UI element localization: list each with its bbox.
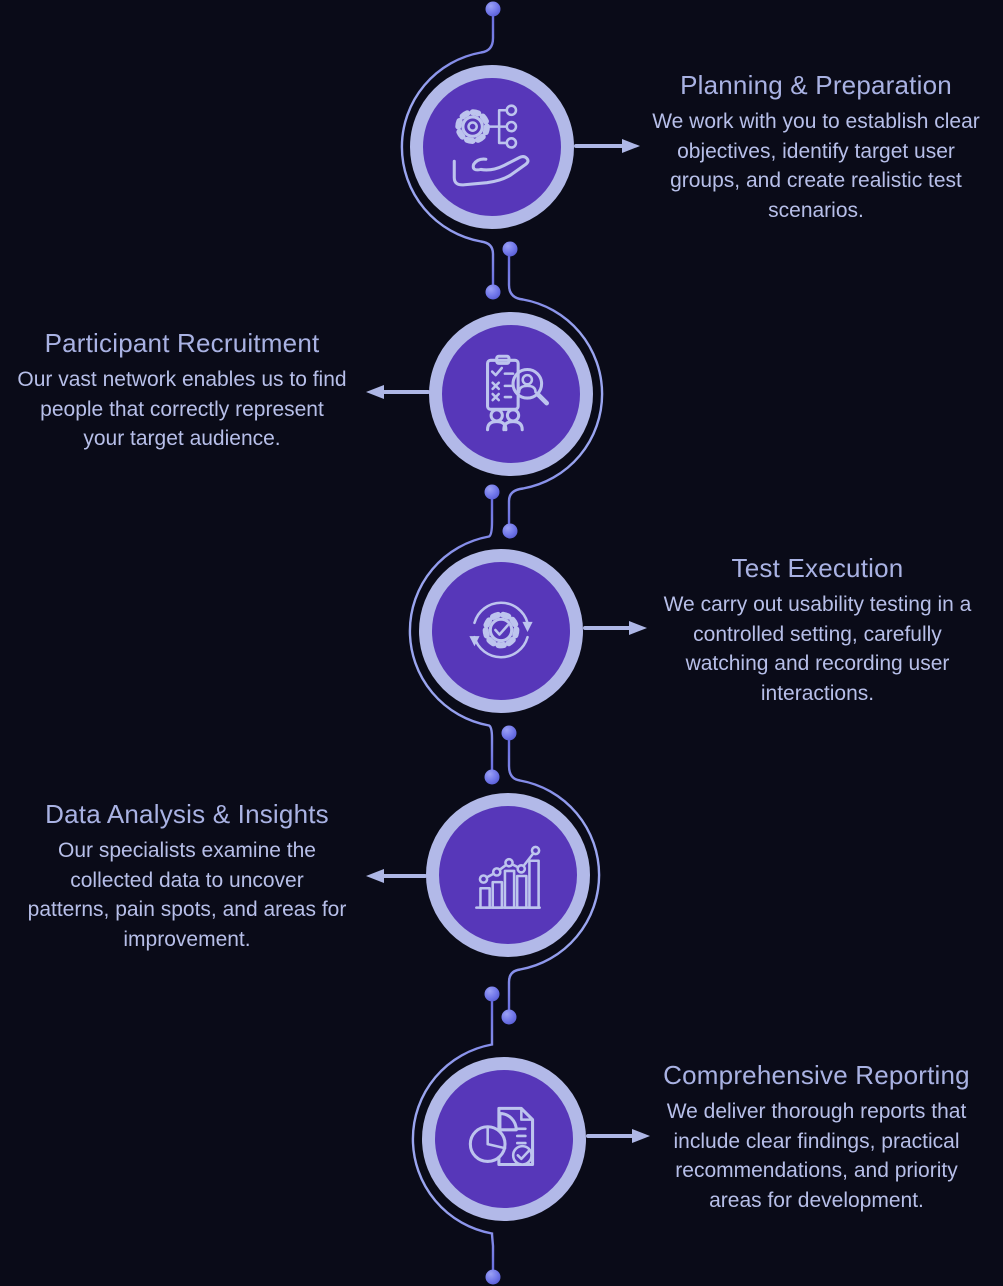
step-1-text: Planning & Preparation We work with you … — [628, 70, 1003, 225]
connector-line — [411, 1001, 495, 1270]
step-3-text: Test Execution We carry out usability te… — [632, 553, 1003, 708]
connector-line — [400, 16, 495, 286]
connector-dot — [501, 725, 517, 741]
connector-line — [408, 499, 494, 770]
step-title: Participant Recruitment — [44, 328, 320, 358]
connector-dot — [485, 1269, 501, 1285]
arrow-left-icon — [366, 385, 430, 399]
connector-line — [507, 256, 604, 524]
growth-chart-icon — [475, 845, 541, 909]
arrow-right-icon — [574, 139, 640, 153]
step-3-circle-badge — [419, 549, 583, 713]
gear-refresh-check-icon — [469, 601, 533, 659]
gear-network-hand-icon — [452, 104, 530, 187]
connector-line — [507, 740, 601, 1010]
arrow-right-icon — [586, 1129, 650, 1143]
step-description: We work with you to establish clear obje… — [652, 110, 980, 222]
connector-dot — [485, 284, 501, 300]
step-description: We deliver thorough reports that include… — [666, 1100, 967, 1212]
arrow-left-icon — [366, 869, 427, 883]
connector-dot — [502, 523, 518, 539]
connector-dot — [484, 484, 500, 500]
step-title: Comprehensive Reporting — [663, 1060, 970, 1090]
arrow-right-icon — [583, 621, 647, 635]
step-description: Our specialists examine the collected da… — [27, 839, 347, 951]
step-title: Data Analysis & Insights — [45, 799, 329, 829]
step-1-circle-badge — [410, 65, 574, 229]
step-5-circle-badge — [422, 1057, 586, 1221]
step-4-circle-badge — [426, 793, 590, 957]
connector-dot — [484, 986, 500, 1002]
step-4-text: Data Analysis & Insights Our specialists… — [2, 799, 372, 954]
step-description: Our vast network enables us to find peop… — [17, 368, 347, 450]
connector-dot — [484, 769, 500, 785]
pie-report-check-icon — [468, 1106, 535, 1167]
step-5-text: Comprehensive Reporting We deliver thoro… — [630, 1060, 1003, 1215]
step-description: We carry out usability testing in a cont… — [663, 593, 972, 705]
step-2-text: Participant Recruitment Our vast network… — [0, 328, 364, 454]
participant-search-checklist-icon — [486, 354, 549, 432]
connector-dot — [501, 1009, 517, 1025]
step-2-circle-badge — [429, 312, 593, 476]
step-title: Planning & Preparation — [680, 70, 952, 100]
connector-dot — [502, 241, 518, 257]
connector-dot — [485, 1, 501, 17]
step-title: Test Execution — [731, 553, 904, 583]
